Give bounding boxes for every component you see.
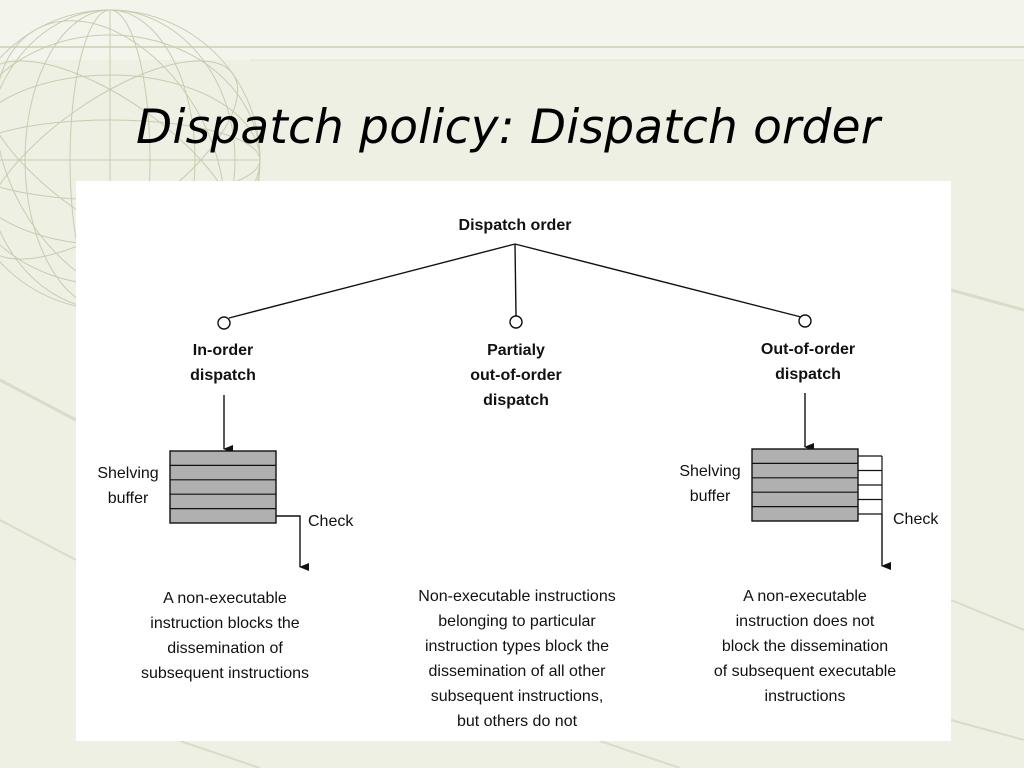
check-arrow-left [276,515,309,571]
slide-title: Dispatch policy: Dispatch order [136,100,881,155]
branch-label-partial: Partialy out-of-order dispatch [470,342,562,409]
shelving-buffer-left [169,450,277,524]
shelving-buffer-right [751,448,883,522]
description-partial: Non-executable instructions belonging to… [418,588,616,730]
check-label-left: Check [308,513,354,530]
node-circle-right [798,314,812,328]
diagram-panel: Dispatch order In-order dispatch Partial… [76,181,951,741]
branch-label-out-of-order: Out-of-order dispatch [760,341,856,383]
description-out-of-order: A non-executable instruction does not bl… [713,588,897,705]
description-in-order: A non-executable instruction blocks the … [140,590,310,682]
root-label: Dispatch order [458,217,572,234]
shelving-buffer-label-right: Shelving buffer [679,463,741,505]
tree-edge-right [514,243,802,318]
tree-edge-center [514,243,517,317]
branch-label-in-order: In-order dispatch [190,342,256,384]
diagram-connectors [169,243,891,571]
tree-edge-left [228,243,516,319]
node-circle-center [509,315,523,329]
shelving-buffer-label-left: Shelving buffer [97,465,159,507]
check-label-right: Check [893,511,939,528]
node-circle-left [217,316,231,330]
